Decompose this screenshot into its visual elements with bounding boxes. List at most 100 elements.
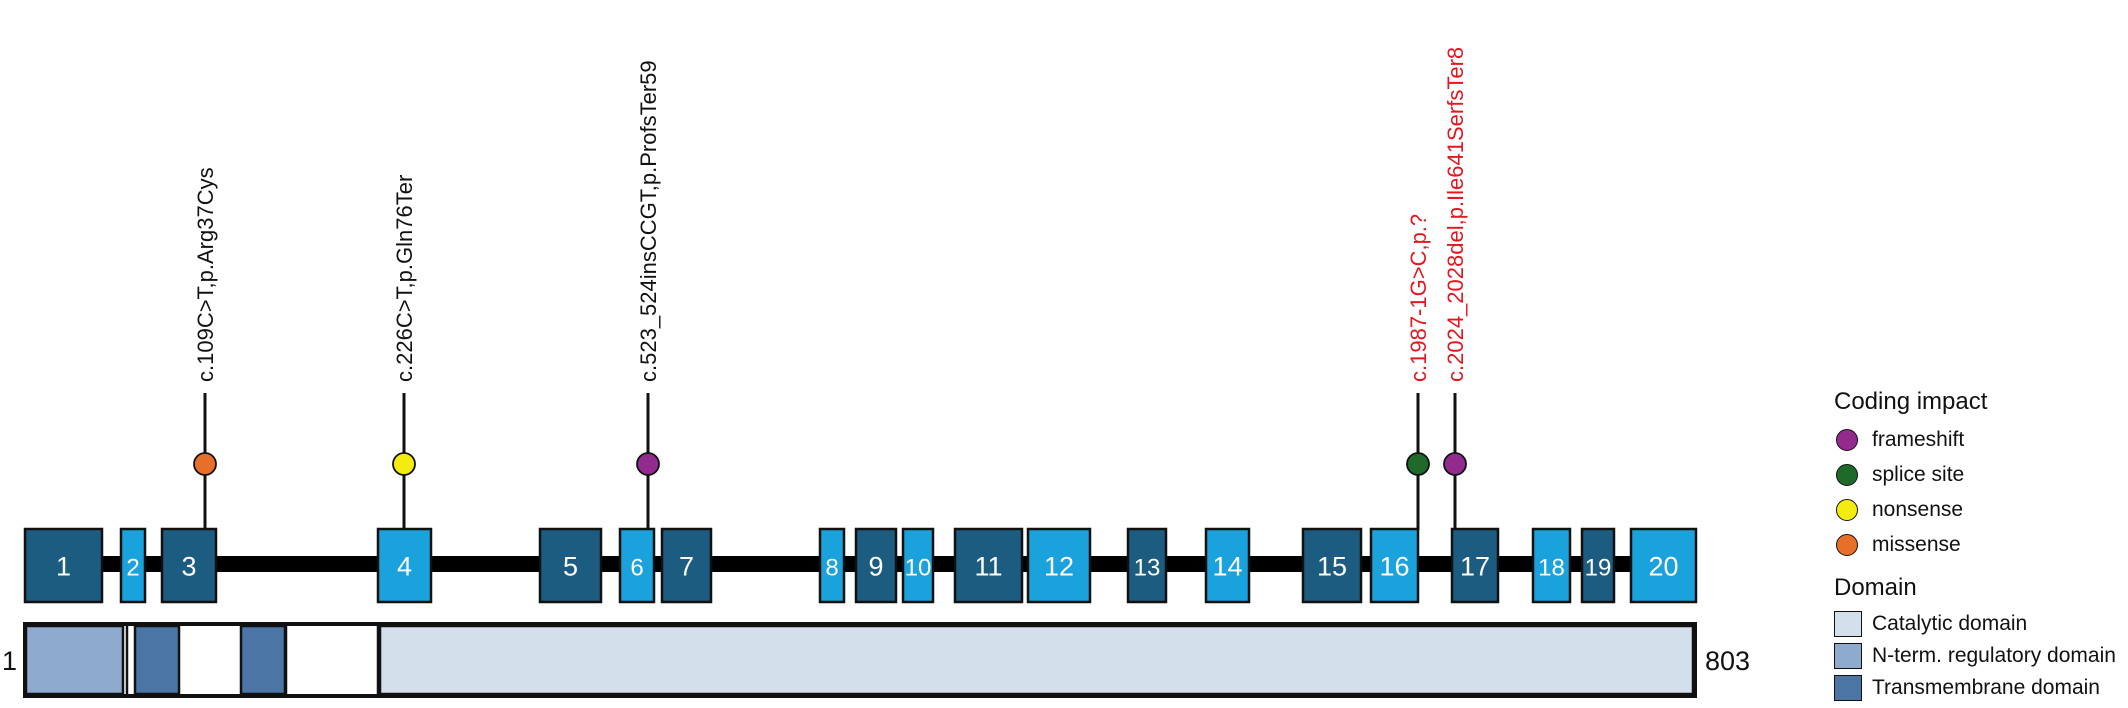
domain-segment [24, 624, 125, 696]
exon-label: 2 [126, 555, 139, 582]
exon-label: 17 [1460, 552, 1490, 582]
variant-impact-dot [193, 452, 217, 476]
exon-box [618, 527, 656, 604]
variant-impact-dot [1406, 452, 1430, 476]
protein-end-label: 803 [1705, 646, 1750, 676]
domain-segment [378, 624, 1695, 696]
variant-lollipop: c.1987-1G>C,p.? [1406, 214, 1431, 530]
exon-17: 17 [1450, 527, 1500, 604]
exon-box [1450, 527, 1500, 604]
domain-legend-title: Domain [1834, 574, 1917, 601]
exon-box [538, 527, 603, 604]
variant-label: c.523_524insCCGT,p.ProfsTer59 [636, 60, 661, 382]
exon-10: 10 [901, 527, 935, 604]
exon-box [23, 527, 104, 604]
exon-6: 6 [618, 527, 656, 604]
exon-label: 10 [905, 555, 932, 582]
variant-impact-dot [392, 452, 416, 476]
exon-label: 9 [868, 552, 883, 582]
exon-2: 2 [119, 527, 147, 604]
legend-item-frameshift: frameshift [1832, 422, 2116, 457]
exon-8: 8 [818, 527, 846, 604]
exon-box [1369, 527, 1420, 604]
exon-box [1126, 527, 1168, 604]
variant-label: c.109C>T,p.Arg37Cys [193, 167, 218, 382]
legend-item-transmembrane-domain: Transmembrane domain [1832, 672, 2116, 704]
exon-16: 16 [1369, 527, 1420, 604]
exon-box [818, 527, 846, 604]
exon-label: 20 [1648, 552, 1678, 582]
exon-label: 5 [563, 552, 578, 582]
exon-label: 3 [181, 552, 196, 582]
exon-box [1629, 527, 1698, 604]
catalytic-swatch-icon [1834, 611, 1862, 637]
legend-label: missense [1872, 532, 1961, 556]
exon-9: 9 [854, 527, 898, 604]
variant-lollipop: c.226C>T,p.Gln76Ter [392, 175, 417, 530]
exon-box [660, 527, 713, 604]
variant-lollipop: c.523_524insCCGT,p.ProfsTer59 [636, 60, 661, 530]
exon-label: 15 [1317, 552, 1347, 582]
exon-4: 4 [376, 527, 433, 604]
exon-label: 13 [1134, 555, 1161, 582]
legend: Coding impact frameshift splice site non… [1832, 388, 2116, 704]
exon-11: 11 [953, 527, 1024, 604]
exon-5: 5 [538, 527, 603, 604]
exon-box [119, 527, 147, 604]
missense-dot-icon [1836, 533, 1858, 556]
legend-item-missense: missense [1832, 527, 2116, 562]
variant-label: c.1987-1G>C,p.? [1406, 214, 1431, 382]
variant-impact-dot [1443, 452, 1467, 476]
exon-box [1580, 527, 1616, 604]
legend-label: splice site [1872, 462, 1965, 486]
coding-impact-legend-title: Coding impact [1834, 388, 1988, 415]
legend-item-splice-site: splice site [1832, 457, 2116, 492]
exon-box [160, 527, 218, 604]
exon-label: 18 [1538, 555, 1565, 582]
splice-site-dot-icon [1836, 463, 1858, 486]
legend-item-nonsense: nonsense [1832, 492, 2116, 527]
exon-1: 1 [23, 527, 104, 604]
nonsense-dot-icon [1836, 498, 1858, 521]
exon-7: 7 [660, 527, 713, 604]
legend-label: nonsense [1872, 497, 1964, 521]
exon-label: 19 [1585, 555, 1612, 582]
exon-14: 14 [1204, 527, 1251, 604]
variant-lollipop: c.2024_2028del,p.Ile641SerfsTer8 [1443, 47, 1468, 530]
exon-label: 8 [825, 555, 838, 582]
exon-label: 11 [974, 552, 1002, 582]
domain-segment [239, 624, 287, 696]
exon-12: 12 [1026, 527, 1092, 604]
frameshift-dot-icon [1836, 428, 1858, 451]
exon-label: 7 [679, 552, 694, 582]
variant-lollipop: c.109C>T,p.Arg37Cys [193, 167, 218, 530]
exon-20: 20 [1629, 527, 1698, 604]
variant-label: c.226C>T,p.Gln76Ter [392, 175, 417, 382]
legend-label: frameshift [1872, 427, 1965, 451]
exon-13: 13 [1126, 527, 1168, 604]
variant-label: c.2024_2028del,p.Ile641SerfsTer8 [1443, 47, 1468, 382]
variant-impact-dot [636, 452, 660, 476]
exon-box [953, 527, 1024, 604]
legend-label: N-term. regulatory domain [1872, 644, 2116, 667]
legend-item-regulatory-domain: N-term. regulatory domain [1832, 640, 2116, 672]
exon-label: 16 [1379, 552, 1409, 582]
exon-box [376, 527, 433, 604]
legend-label: Transmembrane domain [1872, 676, 2100, 699]
exon-box [1026, 527, 1092, 604]
legend-item-catalytic-domain: Catalytic domain [1832, 608, 2116, 640]
regulatory-swatch-icon [1834, 643, 1862, 669]
exon-15: 15 [1301, 527, 1363, 604]
exon-label: 4 [397, 552, 412, 582]
exon-box [1204, 527, 1251, 604]
exon-label: 12 [1044, 552, 1074, 582]
exon-label: 14 [1212, 552, 1242, 582]
protein-start-label: 1 [2, 646, 17, 676]
exon-3: 3 [160, 527, 218, 604]
legend-label: Catalytic domain [1872, 612, 2028, 635]
exon-box [901, 527, 935, 604]
gene-structure-diagram: c.109C>T,p.Arg37Cys c.226C>T,p.Gln76Ter c.… [2, 47, 1750, 698]
exon-19: 19 [1580, 527, 1616, 604]
exon-label: 6 [630, 555, 643, 582]
domain-segment [133, 624, 181, 696]
